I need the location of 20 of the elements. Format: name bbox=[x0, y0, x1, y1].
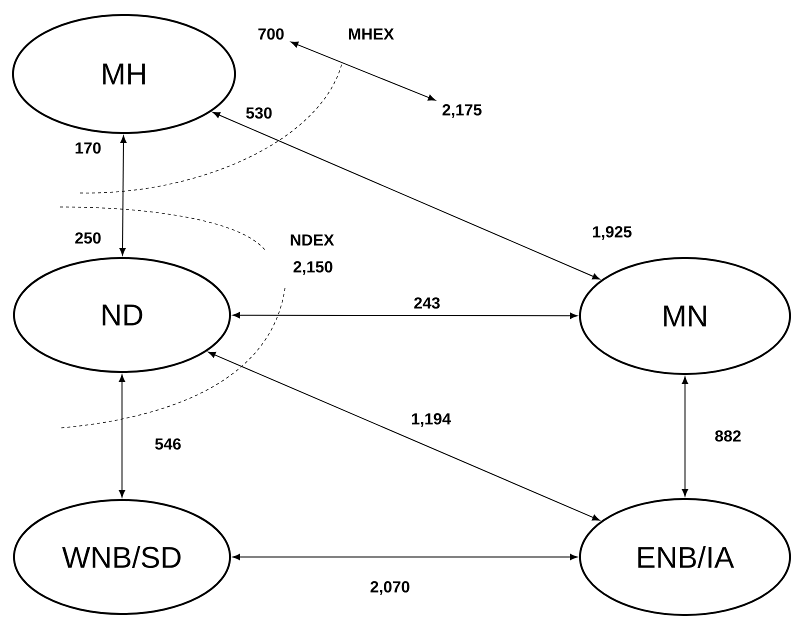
edge-label: 2,070 bbox=[368, 580, 412, 596]
double-arrow bbox=[119, 135, 127, 256]
edge-label: 243 bbox=[412, 296, 442, 310]
edge-label: 1,194 bbox=[410, 412, 452, 428]
double-arrow bbox=[232, 312, 578, 319]
flow-label: NDEX bbox=[290, 234, 334, 246]
double-arrow bbox=[682, 376, 688, 496]
double-arrow bbox=[118, 374, 126, 498]
flow-label: MHEX bbox=[348, 28, 394, 40]
flow-label: 530 bbox=[246, 107, 272, 119]
double-arrow bbox=[290, 42, 436, 101]
double-arrow bbox=[208, 352, 600, 521]
flow-value: 2,175 bbox=[442, 104, 482, 118]
double-arrow bbox=[212, 112, 600, 280]
double-arrow bbox=[232, 554, 578, 560]
flow-label: 2,150 bbox=[294, 261, 332, 275]
edge-label: 882 bbox=[714, 429, 742, 443]
edge-label: 546 bbox=[154, 437, 182, 451]
flow-value: 700 bbox=[258, 28, 284, 40]
flow-label: 1,925 bbox=[592, 226, 632, 240]
